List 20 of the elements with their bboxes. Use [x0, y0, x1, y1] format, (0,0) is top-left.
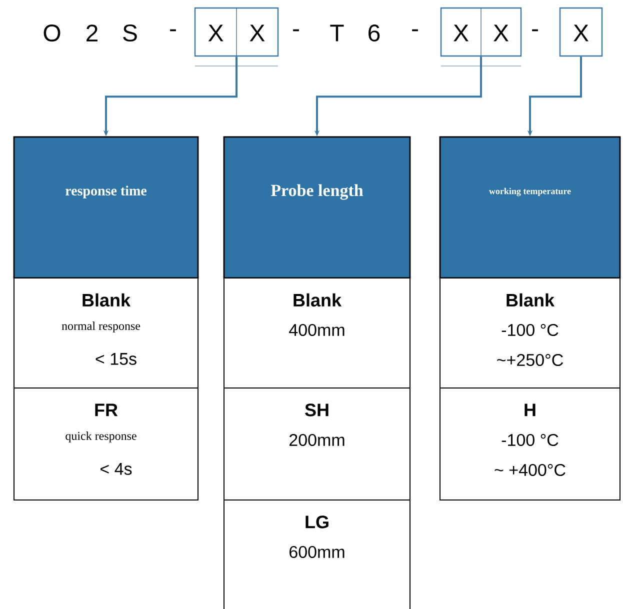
option-cell: Blank normal response < 15s	[14, 277, 198, 388]
header-box: response time	[13, 136, 199, 279]
code-character: -	[532, 29, 538, 32]
option-cell: SH 200mm	[224, 387, 410, 500]
option-cell: Blank -100 °C ~+250°C	[440, 277, 620, 388]
code-character: 6	[368, 24, 380, 42]
code-box: X X	[194, 7, 279, 57]
header-box: working temperature	[439, 136, 621, 279]
option-cell: LG 600mm	[224, 499, 410, 609]
code-character: T	[330, 24, 344, 42]
code-character: -	[412, 29, 418, 32]
code-box: X	[559, 7, 603, 57]
code-character: O	[44, 24, 60, 42]
code-character: S	[123, 24, 137, 42]
header-box: Probe length	[223, 136, 411, 279]
option-cell: H -100 °C ~ +400°C	[440, 387, 620, 500]
option-cell: FR quick response < 4s	[14, 387, 198, 500]
code-character: 2	[86, 24, 98, 42]
option-cell: Blank 400mm	[224, 277, 410, 388]
code-box: X X	[440, 7, 522, 57]
